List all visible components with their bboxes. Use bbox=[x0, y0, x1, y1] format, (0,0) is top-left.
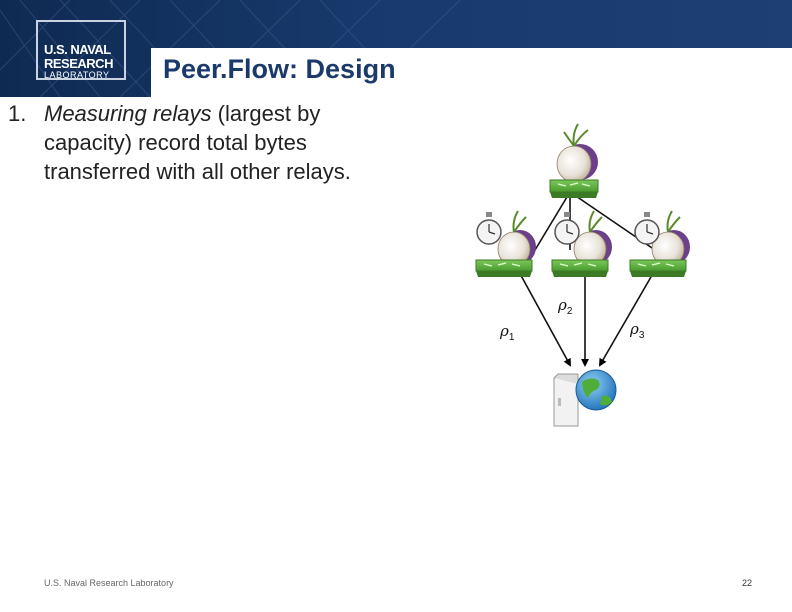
stopwatch-icon bbox=[476, 212, 502, 245]
rho-2-symbol: ρ bbox=[557, 296, 567, 314]
rho-1-sub: 1 bbox=[509, 332, 515, 343]
page-number: 22 bbox=[742, 578, 753, 588]
relay-diagram: ρ1 ρ2 ρ3 bbox=[475, 123, 690, 427]
relay-links bbox=[517, 191, 656, 367]
rho-3-symbol: ρ bbox=[629, 320, 639, 338]
bullet-emphasis: Measuring relays bbox=[44, 101, 212, 126]
stopwatch-icon bbox=[634, 212, 660, 245]
nrl-logo: U.S. NAVAL RESEARCH LABORATORY bbox=[36, 20, 126, 80]
onion-router-icon bbox=[475, 210, 536, 277]
onion-router-icon bbox=[551, 210, 612, 277]
rho-2-label: ρ2 bbox=[557, 296, 573, 317]
rho-1-symbol: ρ bbox=[499, 322, 509, 340]
logo-line-2: RESEARCH bbox=[44, 56, 113, 71]
slide-title: Peer.Flow: Design bbox=[163, 54, 396, 84]
bullet-rest: (largest by capacity) record total bytes… bbox=[44, 101, 351, 184]
slide-header: U.S. NAVAL RESEARCH LABORATORY Peer.Flow… bbox=[0, 0, 792, 97]
rho-3-label: ρ3 bbox=[629, 320, 645, 341]
rho-2-sub: 2 bbox=[567, 306, 573, 317]
stopwatch-icon bbox=[554, 212, 580, 245]
onion-router-icon bbox=[549, 123, 599, 198]
bullet-text: Measuring relays (largest by capacity) r… bbox=[44, 99, 404, 186]
footer-organization: U.S. Naval Research Laboratory bbox=[44, 578, 174, 588]
title-area: Peer.Flow: Design bbox=[151, 48, 792, 97]
rho-1-label: ρ1 bbox=[499, 322, 515, 343]
rho-3-sub: 3 bbox=[639, 330, 645, 341]
onion-router-icon bbox=[629, 210, 690, 277]
logo-line-3: LABORATORY bbox=[44, 70, 110, 80]
bullet-number: 1. bbox=[8, 101, 27, 126]
logo-line-1: U.S. NAVAL bbox=[44, 42, 111, 57]
server-globe-icon bbox=[553, 369, 617, 427]
